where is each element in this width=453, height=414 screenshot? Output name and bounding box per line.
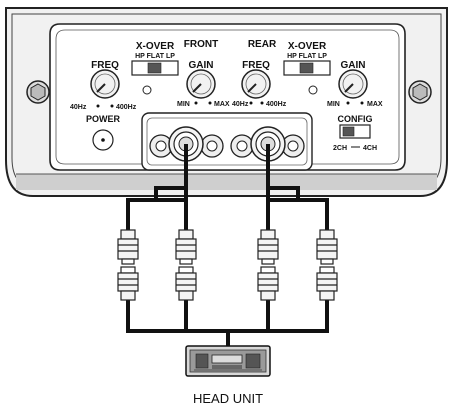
rca-connector-upper-2 xyxy=(175,229,197,265)
rca-jack-front-right[interactable] xyxy=(200,134,224,158)
freq-rear-label: FREQ xyxy=(242,60,270,71)
rca-connector-lower-1 xyxy=(117,266,139,301)
gain-rear-max-dot xyxy=(360,101,364,105)
freq-front-min-dot xyxy=(96,104,100,108)
freq-rear-max: 400Hz xyxy=(266,101,287,108)
cable-harness xyxy=(126,144,329,348)
front-label: FRONT xyxy=(184,39,218,50)
crossover-front-label: X-OVER xyxy=(136,41,175,52)
crossover-front-modes: HP FLAT LP xyxy=(135,53,175,60)
head-unit-icon xyxy=(185,345,271,377)
crossover-front-switch[interactable] xyxy=(131,60,179,76)
gain-front-label: GAIN xyxy=(189,60,214,71)
rca-jack-rear-left[interactable] xyxy=(230,134,254,158)
gain-rear-max: MAX xyxy=(367,101,383,108)
freq-front-min: 40Hz xyxy=(70,104,87,111)
config-4ch-label: 4CH xyxy=(363,145,377,152)
rca-connector-lower-3 xyxy=(257,266,279,301)
gain-rear-min-dot xyxy=(346,101,350,105)
power-label: POWER xyxy=(86,114,121,124)
freq-rear-min: 40Hz xyxy=(232,101,249,108)
freq-rear-min-dot xyxy=(249,101,253,105)
gain-front-max: MAX xyxy=(214,101,230,108)
rca-connector-lower-2 xyxy=(175,266,197,301)
config-2ch-label: 2CH xyxy=(333,145,347,152)
config-label: CONFIG xyxy=(338,114,373,124)
crossover-rear-label: X-OVER xyxy=(288,41,327,52)
config-switch[interactable] xyxy=(339,124,371,139)
freq-rear-max-dot xyxy=(260,101,264,105)
rca-connector-upper-1 xyxy=(117,229,139,265)
indicator-dot-rear xyxy=(308,85,318,95)
mounting-bolt-right-icon xyxy=(408,80,432,104)
rca-jack-rear-right[interactable] xyxy=(281,134,305,158)
rca-connector-upper-4 xyxy=(316,229,338,265)
freq-front-max-dot xyxy=(110,104,114,108)
freq-front-knob[interactable] xyxy=(90,69,120,99)
indicator-dot-front xyxy=(142,85,152,95)
freq-front-max: 400Hz xyxy=(116,104,137,111)
gain-front-min: MIN xyxy=(177,101,190,108)
freq-rear-knob[interactable] xyxy=(241,69,271,99)
rear-label: REAR xyxy=(248,39,277,50)
crossover-rear-switch[interactable] xyxy=(283,60,331,76)
rca-connector-lower-4 xyxy=(316,266,338,301)
gain-front-max-dot xyxy=(208,101,212,105)
gain-rear-knob[interactable] xyxy=(338,69,368,99)
head-unit-label: HEAD UNIT xyxy=(193,391,263,406)
gain-rear-min: MIN xyxy=(327,101,340,108)
rca-jack-front-left[interactable] xyxy=(149,134,173,158)
gain-front-knob[interactable] xyxy=(186,69,216,99)
gain-front-min-dot xyxy=(194,101,198,105)
crossover-rear-modes: HP FLAT LP xyxy=(287,53,327,60)
mounting-bolt-left-icon xyxy=(26,80,50,104)
freq-front-label: FREQ xyxy=(91,60,119,71)
gain-rear-label: GAIN xyxy=(341,60,366,71)
power-led-icon xyxy=(92,129,114,151)
rca-connector-upper-3 xyxy=(257,229,279,265)
